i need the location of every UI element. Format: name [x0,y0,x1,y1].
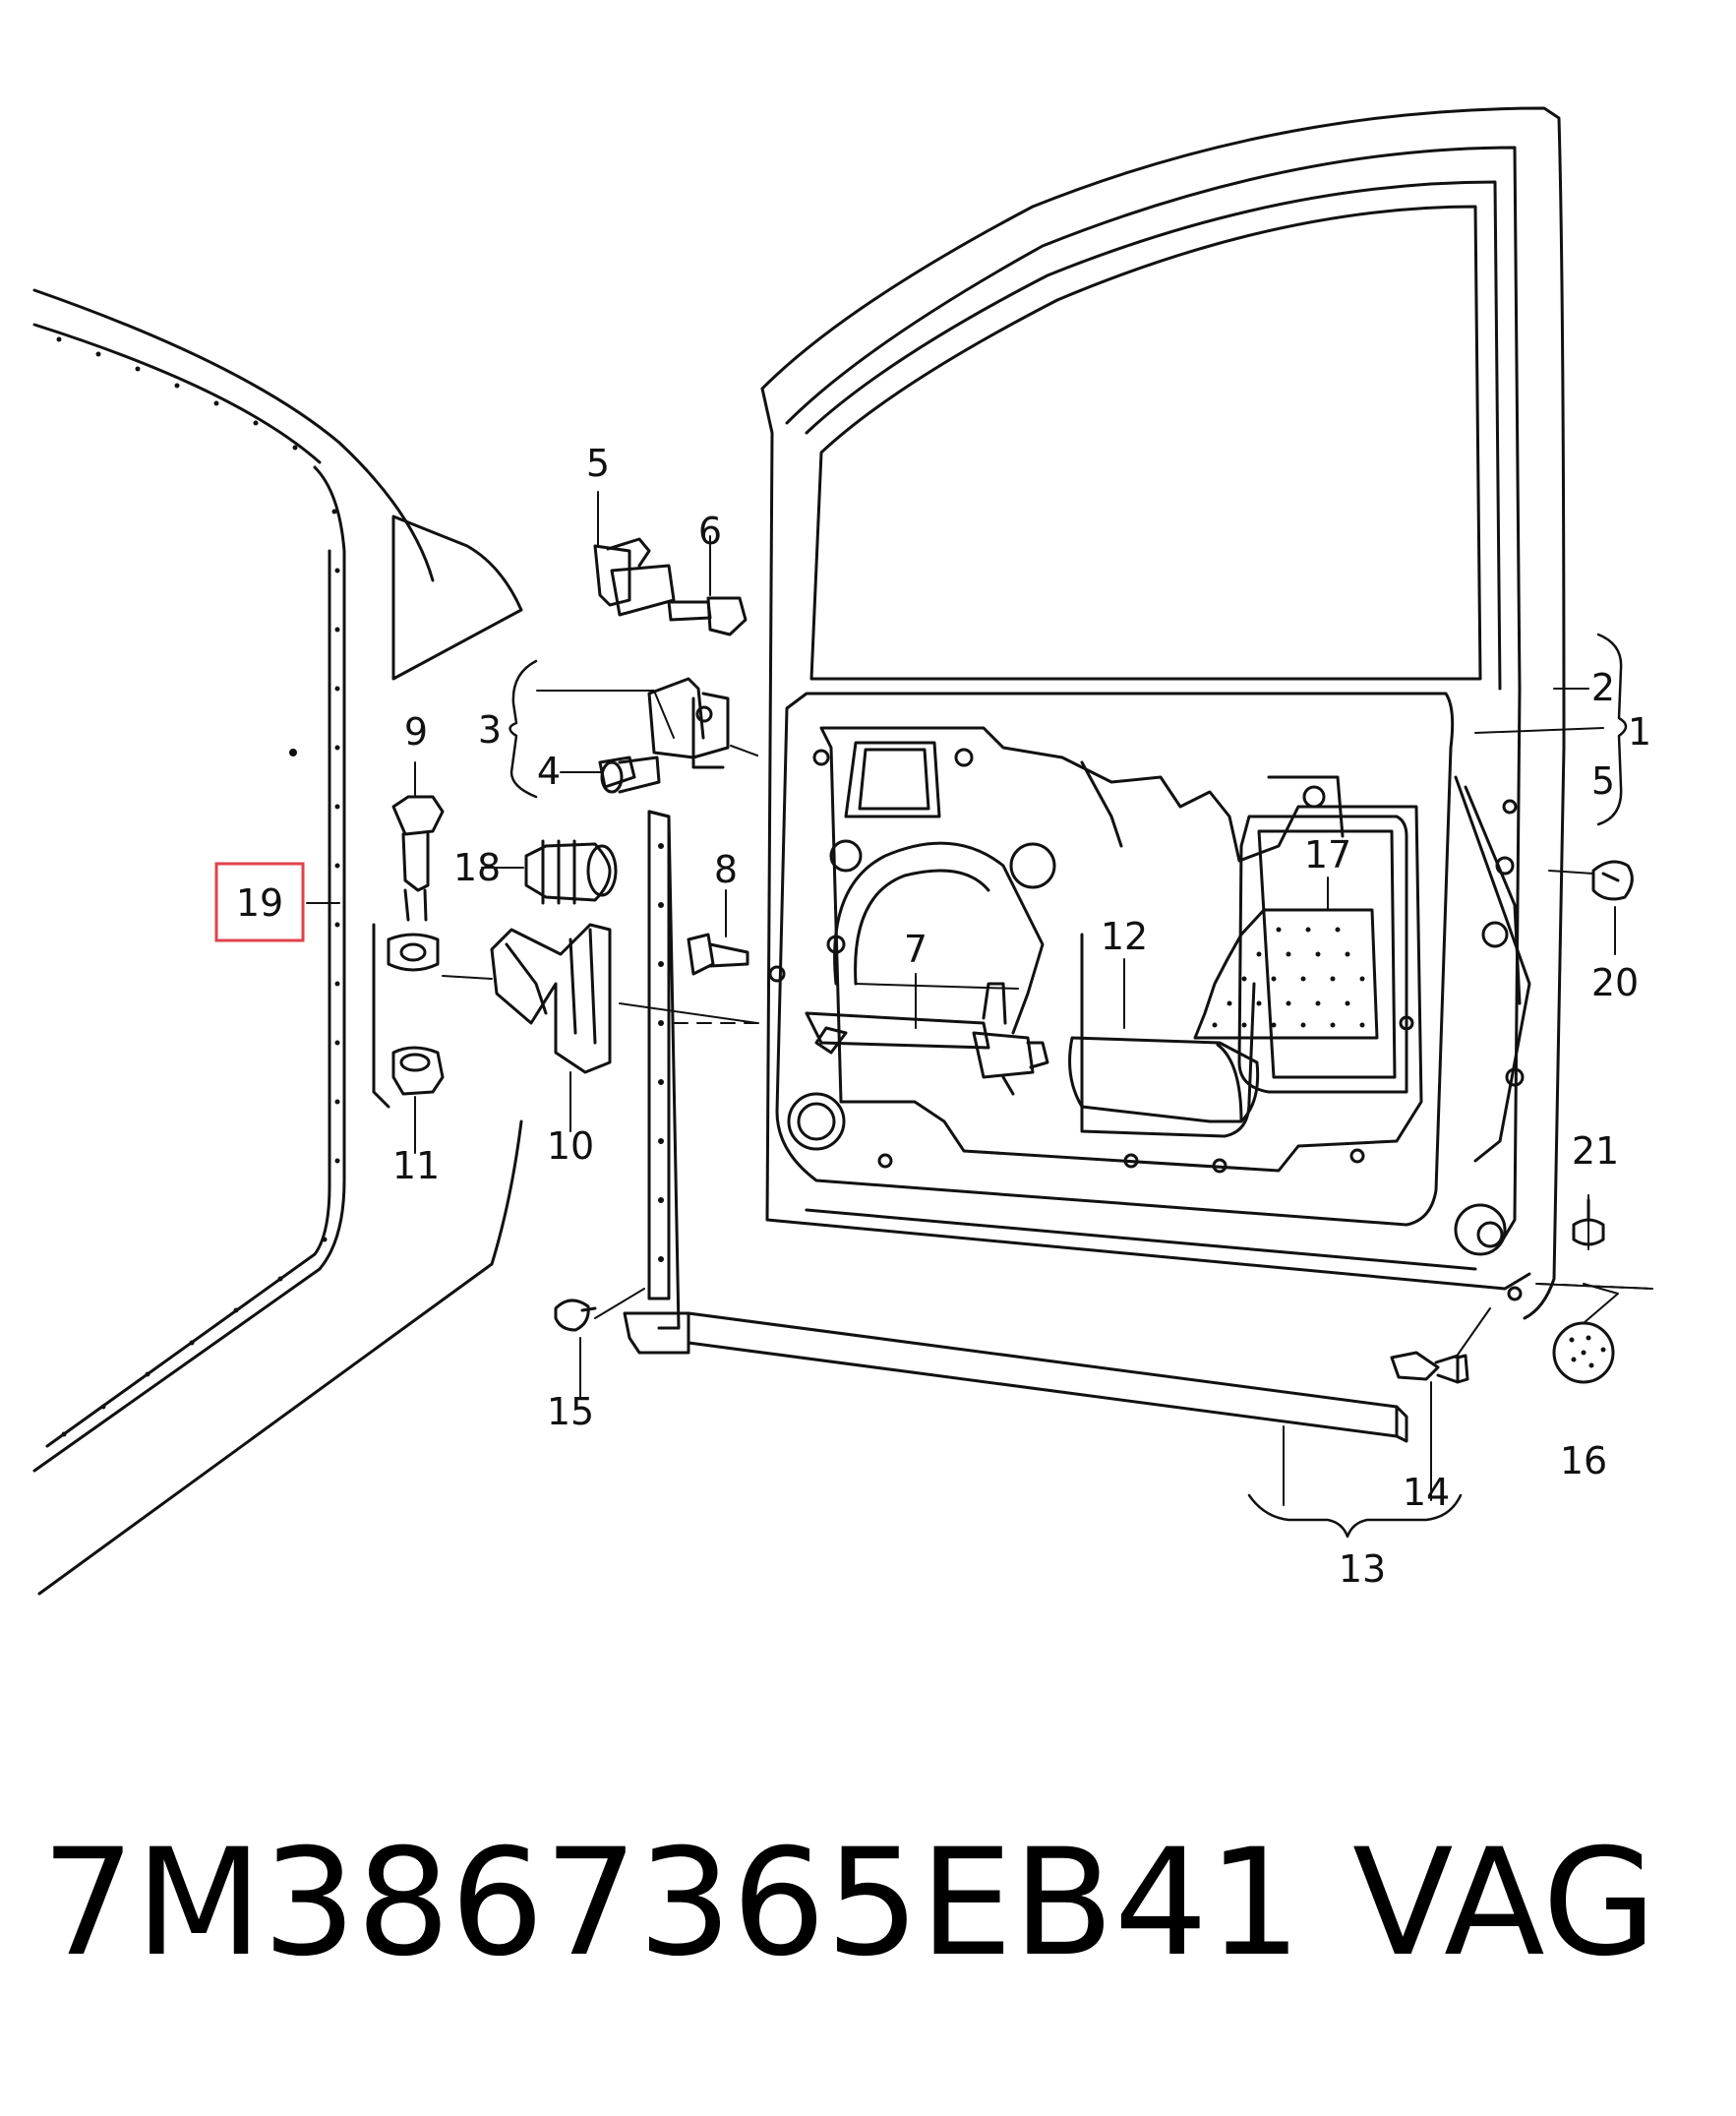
door-inner-panel [768,692,1531,1301]
callout-11: 11 [392,1144,440,1187]
clip-15 [554,1299,597,1332]
highlight-box-19 [214,862,305,942]
callout-13: 13 [1339,1547,1386,1591]
body-pillar [32,288,523,1596]
clip-14 [1390,1351,1469,1384]
body-seal-dots [56,336,340,1437]
bolt-4 [600,756,661,794]
callout-2: 2 [1591,666,1615,709]
callout-6: 6 [698,510,722,553]
door-check-strap [805,982,1049,1096]
door-hinge [490,923,612,1074]
bracket-1 [1596,633,1628,826]
insulation-pad-dots [1212,927,1365,1028]
leader-lines [306,491,1653,1506]
callout-15: 15 [547,1390,594,1433]
callout-20: 20 [1591,961,1639,1004]
hinge-pin-bolt [387,795,445,1096]
part-number: 7M3867365EB41 [41,1818,1302,1989]
callout-1: 1 [1628,710,1651,754]
door-bumper [524,839,618,905]
brand-name: VAG [1352,1818,1657,1989]
callout-9: 9 [404,710,428,754]
callout-17: 17 [1304,833,1351,877]
callout-3: 3 [478,708,502,752]
plug-16-dots [1569,1335,1606,1368]
callout-19: 19 [236,881,283,925]
callout-labels: 1 2 3 4 5 5 6 7 8 9 10 11 12 13 14 15 16… [236,442,1651,1591]
callout-18: 18 [453,846,501,889]
callout-7: 7 [904,928,928,971]
upper-hinge [593,537,730,789]
bolt-8 [687,933,749,976]
callout-4: 4 [537,750,561,793]
bracket-13 [1247,1493,1463,1539]
window-guide-rail [623,810,1408,1443]
callout-5-hinge: 5 [586,442,610,485]
bracket-3 [509,659,538,799]
callout-10: 10 [547,1124,594,1168]
callout-14: 14 [1403,1471,1450,1514]
dashed-leaders [673,1022,1653,1290]
callout-21: 21 [1572,1129,1619,1173]
hinge-bolt-6 [667,596,748,636]
clip-20 [1591,860,1634,901]
callout-12: 12 [1101,915,1148,958]
callout-16: 16 [1560,1439,1607,1482]
door-frame [760,106,1566,1320]
insulation-pad [1193,908,1379,1040]
guide-rail-dots [658,843,664,1262]
door-handle [1068,1036,1260,1123]
callout-5-door: 5 [1591,759,1615,803]
callout-8: 8 [714,848,738,891]
